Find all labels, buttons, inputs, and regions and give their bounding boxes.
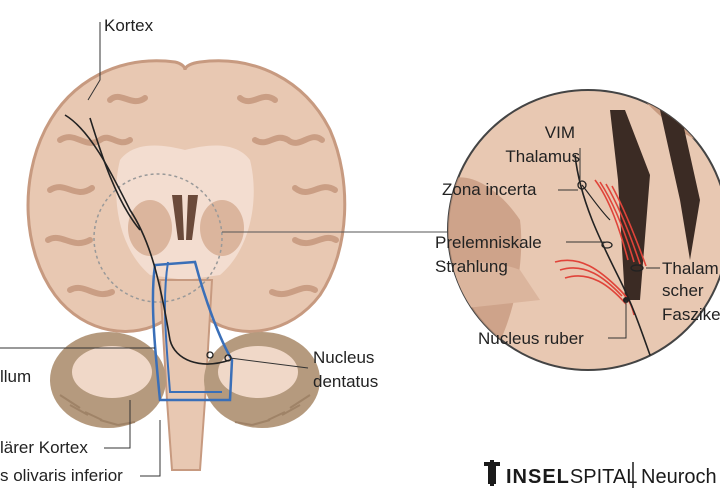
red-fiber-tracts <box>554 179 647 316</box>
leader-lines <box>0 22 660 477</box>
label-cerebellum: llum <box>0 367 31 386</box>
label-zona-incerta: Zona incerta <box>442 180 537 199</box>
brand-name-bold: INSEL <box>506 466 570 488</box>
inset-dark-pathway <box>574 154 661 370</box>
cerebellum <box>50 332 320 428</box>
brand-name-regular: SPITAL <box>570 466 637 488</box>
deep-nuclei-left <box>128 200 172 256</box>
zoom-region-marker <box>93 173 223 303</box>
lateral-ventricles <box>172 195 198 240</box>
label-nucleus-ruber: Nucleus ruber <box>478 329 584 348</box>
tract-blue-inner <box>163 261 222 393</box>
label-cerebellaerer-kortex: lärer Kortex <box>0 438 88 457</box>
label-kortex: Kortex <box>104 16 154 35</box>
label-thalamischer-3: Faszike <box>662 305 720 324</box>
cortical-pathway <box>64 114 231 365</box>
label-strahlung: Strahlung <box>435 257 508 276</box>
label-nucleus-olivaris: s olivaris inferior <box>0 466 123 485</box>
label-thalamischer-1: Thalam <box>662 259 719 278</box>
label-prelemniskale: Prelemniskale <box>435 233 542 252</box>
inset-ventricle <box>610 110 650 300</box>
cortical-pathway-2 <box>89 117 141 231</box>
inselspital-logo: INSELSPITAL Neuroch <box>484 460 717 488</box>
coronal-brain-section <box>26 59 347 471</box>
label-thalamus: Thalamus <box>505 147 580 166</box>
label-thalamischer-2: scher <box>662 281 704 300</box>
gyri-texture <box>45 93 339 297</box>
label-nucleus-dentatus-2: dentatus <box>313 372 378 391</box>
deep-nuclei-right <box>200 200 244 256</box>
label-vim: VIM <box>545 123 575 142</box>
brand-department: Neuroch <box>641 466 717 488</box>
svg-text:INSELSPITAL: INSELSPITAL <box>506 466 637 488</box>
inselspital-logo-icon <box>484 460 500 486</box>
label-nucleus-dentatus-1: Nucleus <box>313 348 374 367</box>
tract-blue <box>151 260 234 402</box>
